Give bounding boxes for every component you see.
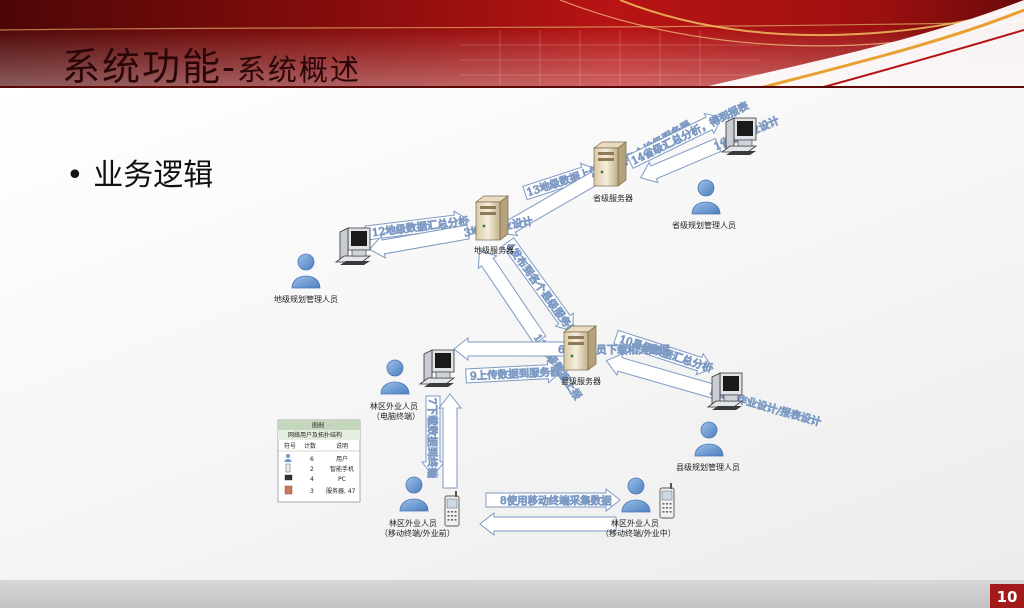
mobile-before-user-name: 林区外业人员 [389,518,437,528]
legend-box: 图例 网络用户及拓扑结构 符号 计数 说明 6 用户 2 智能手机 4 PC 3… [277,419,361,503]
smartphone-icon [285,463,291,473]
district-pc-icon [335,227,371,266]
header-banner [0,0,1024,88]
district-manager-icon [291,253,321,289]
server-icon [284,485,293,495]
mobile-before-user-sub: （移动终端/外业前） [380,528,455,538]
slide-title: 系统功能-系统概述 [62,36,361,88]
legend-header-desc: 说明 [336,442,348,450]
slide-header: 系统功能-系统概述 [0,0,1024,88]
legend-count-user: 6 [310,456,314,463]
county-manager-icon [694,421,724,457]
field-pc-user-sub: （电脑终端） [372,411,420,421]
field-pc-user-icon [380,359,410,395]
legend-header-symbol: 符号 [284,442,296,450]
page-number: 10 [990,584,1024,608]
arrow-return-phone [479,511,617,537]
legend-header-count: 计数 [304,442,316,450]
mobile-during-user-sub: （移动终端/外业中） [601,528,676,538]
field-pc-icon [419,349,455,388]
arrow-step-7: 7下载数据到终端 [420,395,446,479]
svg-text:9上传数据到服务器: 9上传数据到服务器 [470,365,562,383]
pc-icon [284,474,293,481]
county-manager-label: 县级规划管理人员 [676,462,740,472]
arrow-step-8: 8使用移动终端采集数据 [485,487,621,513]
slide-footer [0,580,1024,608]
legend-count-server: 3 [310,488,314,495]
mobile-before-phone-icon [444,490,460,527]
arrow-up-phone [437,393,463,489]
county-server-icon [563,325,597,371]
district-server-label: 地级服务器 [474,245,514,255]
province-server-label: 省级服务器 [593,193,633,203]
mobile-before-user-icon [399,476,429,512]
legend-count-phone: 2 [310,466,314,473]
field-pc-user-name: 林区外业人员 [370,401,418,411]
mobile-during-phone-icon [659,482,675,519]
province-server-icon [593,141,627,187]
svg-text:4发布到各个县级服务器: 4发布到各个县级服务器 [504,240,580,338]
legend-count-pc: 4 [310,476,314,483]
svg-text:8使用移动终端采集数据: 8使用移动终端采集数据 [500,494,612,507]
legend-desc-pc: PC [338,476,346,483]
county-pc-icon [707,372,743,411]
arrow-step-9: 9上传数据到服务器 [465,359,563,384]
bullet-item: • 业务逻辑 [66,158,214,193]
district-manager-label: 地级规划管理人员 [274,294,338,304]
legend-desc-server: 服务器, 47 [326,487,356,495]
legend-desc-user: 用户 [336,455,348,463]
province-manager-icon [691,179,721,215]
mobile-during-user-icon [621,477,651,513]
svg-text:7下载数据到终端: 7下载数据到终端 [426,398,439,479]
province-pc-icon [721,117,757,156]
user-icon [286,454,290,458]
mobile-during-user-name: 林区外业人员 [611,518,659,528]
county-server-label: 县级服务器 [561,376,601,386]
title-main: 系统功能- [62,45,237,88]
legend-title: 图例 [312,422,324,430]
legend-desc-phone: 智能手机 [330,465,354,473]
title-sub: 系统概述 [236,53,361,87]
legend-subtitle: 网络用户及拓扑结构 [288,431,342,439]
district-server-icon [475,195,509,241]
province-manager-label: 省级规划管理人员 [672,220,736,230]
bullet-text: 业务逻辑 [93,158,214,193]
